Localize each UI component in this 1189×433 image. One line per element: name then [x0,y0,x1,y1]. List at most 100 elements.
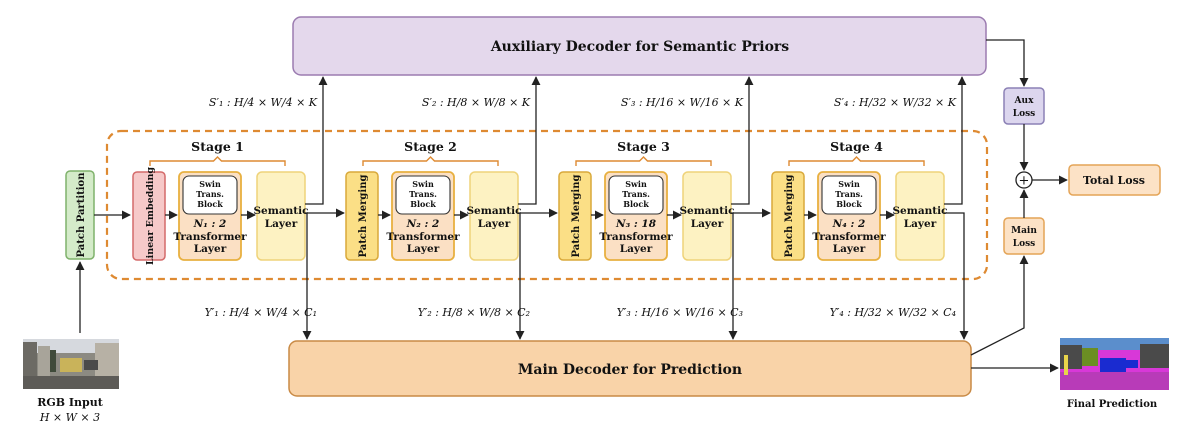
arrow-semantic-to-aux-decoder [944,76,967,205]
auxiliary-decoder-label: Auxiliary Decoder for Semantic Priors [490,39,789,55]
main-decoder-label: Main Decoder for Prediction [518,362,742,378]
encoder-dashed-region [105,129,989,281]
aux-loss-label-line2: Loss [1013,109,1035,119]
stage-bracket [149,156,286,166]
semantic-prior-shape-label: S′₃ : H/16 × W/16 × K [621,96,744,109]
stage-title: Stage 3 [617,139,670,154]
stage-connectors [591,76,771,340]
swin-block [821,175,877,215]
arrow-aux-decoder-to-aux-loss [986,39,1029,87]
swin-block [608,175,664,215]
layer-count: N₃ : 18 [615,218,657,230]
semantic-layer-label: Semantic [679,205,734,217]
swin-block [182,175,238,215]
swin-block-label: Trans. [409,189,437,199]
semantic-layer-label: Layer [904,218,937,230]
main-loss-label-line2: Loss [1013,239,1035,249]
plus-symbol: + [1019,174,1030,189]
patch-merging-block: Patch Merging [558,171,592,261]
semantic-prior-shape-label: S′₂ : H/8 × W/8 × K [422,96,531,109]
transformer-layer-label: Layer [194,243,227,255]
main-decoder: Main Decoder for Prediction [288,340,972,397]
main-loss-block: Main Loss [1003,217,1045,255]
arrow-semantic-to-aux-decoder [305,76,328,205]
patch-merging-block: Patch Merging [345,171,379,261]
arrow-main-decoder-to-main-loss [970,255,1029,356]
patch-partition-block: Patch Partition [65,170,95,260]
stage-connectors [378,76,558,340]
feature-shape-label: Y′₂ : H/8 × W/8 × C₂ [418,306,530,319]
semantic-layer-label: Layer [478,218,511,230]
transformer-layer-label: Layer [833,243,866,255]
swin-block-label: Swin [412,179,434,189]
transformer-layer-label: Transformer [386,231,460,243]
transformer-layer-label: Transformer [599,231,673,243]
static-connectors [75,39,1068,373]
auxiliary-decoder: Auxiliary Decoder for Semantic Priors [292,16,987,76]
linear-embedding-block: Linear Embedding [132,167,166,265]
feature-shape-label: Y′₄ : H/32 × W/32 × C₄ [830,306,956,319]
patch-merging-label: Patch Merging [784,175,795,258]
arrow-semantic-to-aux-decoder [518,76,541,205]
semantic-layer-label: Semantic [466,205,521,217]
swin-block-label: Trans. [196,189,224,199]
layer-count: N₄ : 2 [832,218,866,230]
total-loss-block: Total Loss [1068,164,1161,196]
stage-bracket [362,156,499,166]
layer-count: N₂ : 2 [406,218,440,230]
semantic-layer-label: Layer [691,218,724,230]
transformer-layer-label: Transformer [173,231,247,243]
semantic-layer-label: Layer [265,218,298,230]
swin-block-label: Trans. [835,189,863,199]
aux-loss-label-line1: Aux [1014,96,1035,106]
swin-block [395,175,451,215]
transformer-layer-label: Layer [407,243,440,255]
final-prediction-image [1060,338,1169,390]
swin-block-label: Trans. [622,189,650,199]
feature-shape-label: Y′₃ : H/16 × W/16 × C₃ [617,306,743,319]
swin-block-label: Block [410,199,436,209]
patch-partition-label: Patch Partition [76,172,87,258]
semantic-layer-label: Semantic [892,205,947,217]
rgb-input-label: RGB Input [37,396,103,409]
rgb-input-image [23,339,119,389]
main-loss-label-line1: Main [1011,226,1037,236]
stage-bracket [788,156,925,166]
rgb-input-dims: H × W × 3 [39,411,100,424]
swin-block-label: Block [836,199,862,209]
stage-connectors [804,76,969,340]
patch-merging-label: Patch Merging [571,175,582,258]
swin-block-label: Block [623,199,649,209]
stage-bracket [575,156,712,166]
patch-merging-label: Patch Merging [358,175,369,258]
stage-title: Stage 1 [191,139,244,154]
arrow-stage-to-main-decoder [944,212,969,340]
swin-block-label: Block [197,199,223,209]
feature-shape-label: Y′₁ : H/4 × W/4 × C₁ [205,306,317,319]
final-prediction-label: Final Prediction [1067,399,1158,410]
stage-connectors [165,76,345,340]
sum-node: + [1015,171,1033,189]
swin-block-label: Swin [838,179,860,189]
stage-title: Stage 2 [404,139,457,154]
linear-embedding-label: Linear Embedding [145,167,156,265]
swin-block-label: Swin [199,179,221,189]
stage-title: Stage 4 [830,139,883,154]
layer-count: N₁ : 2 [193,218,227,230]
patch-merging-block: Patch Merging [771,171,805,261]
semantic-prior-shape-label: S′₄ : H/32 × W/32 × K [834,96,957,109]
transformer-layer-label: Transformer [812,231,886,243]
semantic-prior-shape-label: S′₁ : H/4 × W/4 × K [209,96,318,109]
